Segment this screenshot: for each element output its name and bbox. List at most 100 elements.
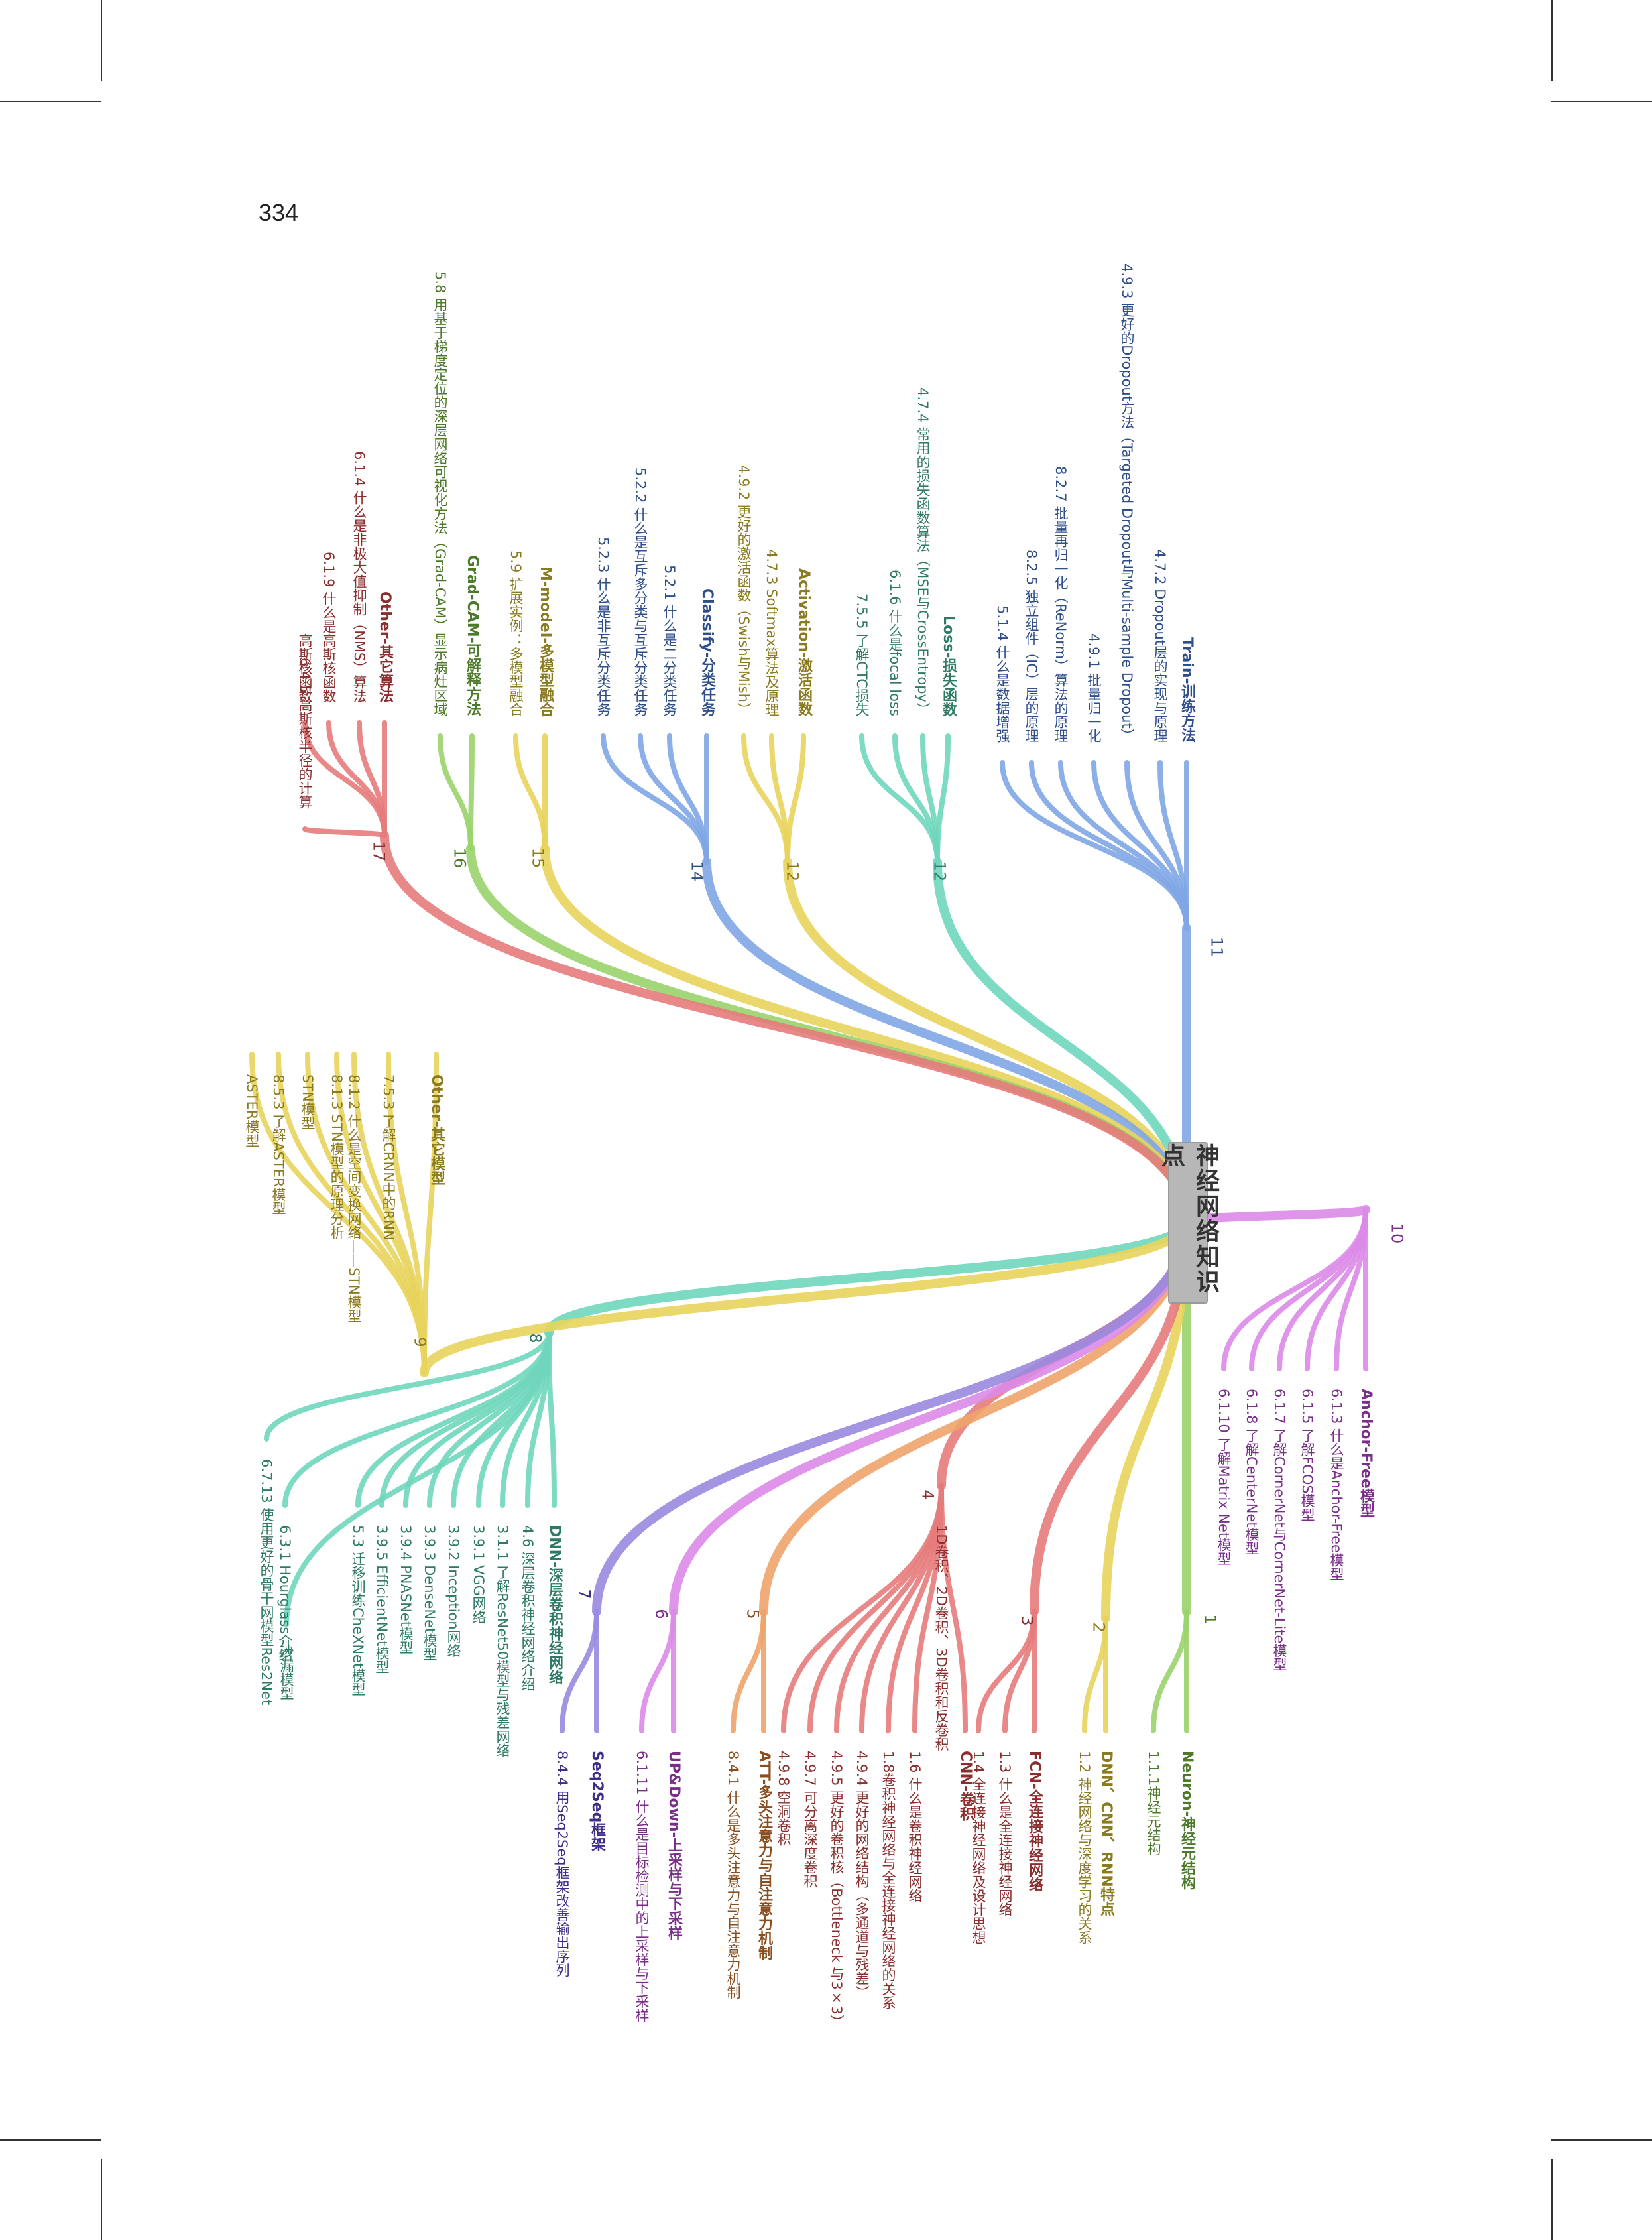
branch-label: Other-其它模型 bbox=[428, 1074, 445, 1186]
branch-connector bbox=[1082, 1615, 1108, 1733]
branch-label: Classify-分类任务 bbox=[699, 588, 715, 716]
branch-item: 高斯核函数 bbox=[297, 633, 313, 703]
crop-mark bbox=[101, 0, 102, 81]
branch-number: 10 bbox=[1387, 1223, 1407, 1244]
branch-item: 4.7.4 常用的损失函数算法（MSE与CrossEntropy） bbox=[915, 387, 931, 716]
branch-connector bbox=[282, 1330, 552, 1508]
branch-label: Other-其它算法 bbox=[377, 591, 393, 703]
branch-number: 9 bbox=[410, 1337, 430, 1347]
root-node[interactable]: 神经网络知识点 bbox=[1157, 1142, 1219, 1304]
branch-item: 3.9.4 PNASNet模型 bbox=[398, 1525, 414, 1655]
branch-item: 5.9 扩展实例：多模型融合 bbox=[508, 550, 524, 716]
branch-connector bbox=[380, 831, 1191, 1226]
branch-item: 1.1.1神经元结构 bbox=[1146, 1751, 1161, 1856]
branch-item: 8.4.4 用Seq2Seq框架改善输出序列 bbox=[554, 1751, 570, 1977]
branch-label: Neuron-神经元结构 bbox=[1179, 1751, 1195, 1890]
crop-mark bbox=[1551, 0, 1553, 81]
branch-item: 6.1.10 了解Matrix Net模型 bbox=[1216, 1389, 1232, 1566]
crop-mark bbox=[0, 2139, 101, 2141]
branch-number: 7 bbox=[575, 1589, 594, 1599]
branch-connector bbox=[284, 1330, 552, 1627]
branch-connector bbox=[741, 733, 790, 865]
branch-item: 8.1.3 STN模型的原理分析 bbox=[329, 1074, 345, 1239]
branch-connector bbox=[264, 1330, 552, 1442]
branch-number: 6 bbox=[652, 1609, 671, 1619]
branch-connector bbox=[601, 733, 709, 865]
branch-item: 8.2.7 批量再归一化（ReNorm）算法的原理 bbox=[1053, 466, 1069, 743]
branch-item: 5.2.3 什么是非互斥分类任务 bbox=[595, 536, 611, 716]
branch-label: Loss-损失函数 bbox=[940, 615, 957, 716]
branch-number: 16 bbox=[450, 847, 469, 869]
branch-item: 6.1.4 什么是非极大值抑制（NMS）算法 bbox=[351, 450, 367, 703]
branch-item: 6.1.6 什么是focal loss bbox=[887, 570, 903, 716]
branch-item: 4.9.2 更好的激活函数（Swish与Mish） bbox=[736, 465, 752, 716]
branch-item: 3.9.2 Inception网络 bbox=[445, 1525, 461, 1658]
branch-connector bbox=[592, 1217, 1191, 1616]
crop-mark bbox=[101, 2159, 102, 2240]
branch-connector bbox=[731, 1609, 766, 1733]
branch-item: 6.1.8 了解CenterNet模型 bbox=[1244, 1389, 1260, 1556]
branch-connector bbox=[513, 733, 548, 851]
branch-item: 1.6 什么是卷积神经网络 bbox=[907, 1751, 923, 1903]
branch-label: Seq2Seq框架 bbox=[589, 1751, 605, 1852]
branch-number: 8 bbox=[526, 1333, 545, 1343]
branch-label: Activation-激活函数 bbox=[796, 568, 812, 716]
branch-item: 4.9.1 批量归一化 bbox=[1086, 633, 1102, 743]
branch-connector bbox=[302, 720, 387, 838]
branch-item: 4.9.7 可分离深度卷积 bbox=[802, 1751, 818, 1889]
branch-connector bbox=[859, 733, 940, 865]
branch-item: 6.4.5 高斯核半径的计算 bbox=[297, 657, 313, 809]
branch-connector bbox=[438, 733, 473, 851]
crop-mark bbox=[1551, 2159, 1553, 2240]
branch-connector bbox=[355, 1330, 552, 1508]
branch-item: STN模型 bbox=[300, 1074, 316, 1130]
crop-mark bbox=[1551, 2139, 1652, 2141]
branch-label: UP&Down-上采样与下采样 bbox=[666, 1751, 682, 1940]
crop-mark bbox=[1551, 101, 1652, 102]
branch-item: 8.4.1 什么是多头注意力与自注意力机制 bbox=[725, 1751, 741, 2000]
branch-item: 4.9.4 更好的网络结构（多通道与残差） bbox=[854, 1751, 870, 2000]
branch-item: 6.3.1 Hourglass介绍 bbox=[277, 1525, 293, 1662]
branch-item: 3.9.1 VGG网络 bbox=[471, 1525, 487, 1625]
branch-number: 12 bbox=[783, 861, 802, 882]
branch-item: 8.2.5 独立组件（IC）层的原理 bbox=[1024, 550, 1039, 743]
branch-item: 5.8 用基于梯度定位的深层网络可视化方法（Grad-CAM）显示病灶区域 bbox=[432, 271, 448, 716]
branch-item: 6.1.7 了解CornerNet与CornerNet-Lite模型 bbox=[1271, 1389, 1287, 1672]
branch-item: 6.1.9 什么是高斯核函数 bbox=[321, 551, 337, 703]
branch-item: 8.1.2 什么是空间变换网络——STN模型 bbox=[346, 1074, 362, 1323]
branch-item: 5.1.4 什么是数据增强 bbox=[994, 605, 1010, 743]
branch-label: ATT-多头注意力与自注意力机制 bbox=[756, 1751, 772, 1960]
branch-number: 15 bbox=[528, 847, 548, 869]
branch-label: Anchor-Free模型 bbox=[1358, 1389, 1374, 1518]
branch-label: DNN-深层卷积神经网络 bbox=[546, 1525, 563, 1685]
branch-item: 6.1.11 什么是目标检测中的上采样与下采样 bbox=[634, 1751, 650, 2022]
branch-item: 5.2.2 什么是互斥多分类与互斥分类任务 bbox=[632, 467, 648, 716]
branch-item: 4.7.3 Softmax算法及原理 bbox=[764, 548, 780, 716]
branch-label: DNN、CNN、RNN特点 bbox=[1098, 1751, 1114, 1916]
branch-item: 6.1.3 什么是Anchor-Free模型 bbox=[1328, 1389, 1344, 1581]
branch-item: 沙漏模型 bbox=[278, 1645, 294, 1700]
branch-number: 11 bbox=[1207, 936, 1226, 958]
branch-item: 6.7.13 使用更好的骨干网模型Res2Net bbox=[259, 1459, 274, 1706]
branch-item: 1.8卷积神经网络与全连接神经网络的关系 bbox=[880, 1751, 896, 2010]
branch-item: 1D卷积、2D卷积、3D卷积和反卷积 bbox=[933, 1525, 949, 1751]
branch-number: 4 bbox=[918, 1489, 937, 1500]
branch-item: 8.5.3 了解ASTER模型 bbox=[270, 1074, 286, 1215]
branch-connector bbox=[781, 1483, 944, 1733]
branch-connector bbox=[1221, 1207, 1368, 1371]
branch-item: 4.6 深层卷积神经网络介绍 bbox=[520, 1525, 536, 1692]
branch-connector bbox=[976, 1609, 1037, 1733]
branch-item: 7.5.3 了解CRNN中的RNN bbox=[381, 1074, 396, 1241]
branch-number: 5 bbox=[743, 1609, 762, 1619]
branch-item: 1.3 什么是全连接神经网络 bbox=[997, 1751, 1013, 1917]
branch-connector bbox=[249, 1052, 427, 1375]
branch-item: 3.1.1 了解ResNet50模型与残差网络 bbox=[495, 1525, 510, 1758]
branch-connector bbox=[544, 1217, 1191, 1338]
branch-number: 17 bbox=[369, 841, 388, 862]
branch-item: 1.2 神经网络与深度学习的关系 bbox=[1077, 1751, 1092, 1945]
branch-item: 3.9.5 EfficientNet模型 bbox=[374, 1525, 390, 1674]
root-label: 神经网络知识点 bbox=[1157, 1143, 1219, 1294]
branch-label: M-model-多模型融合 bbox=[537, 566, 554, 716]
